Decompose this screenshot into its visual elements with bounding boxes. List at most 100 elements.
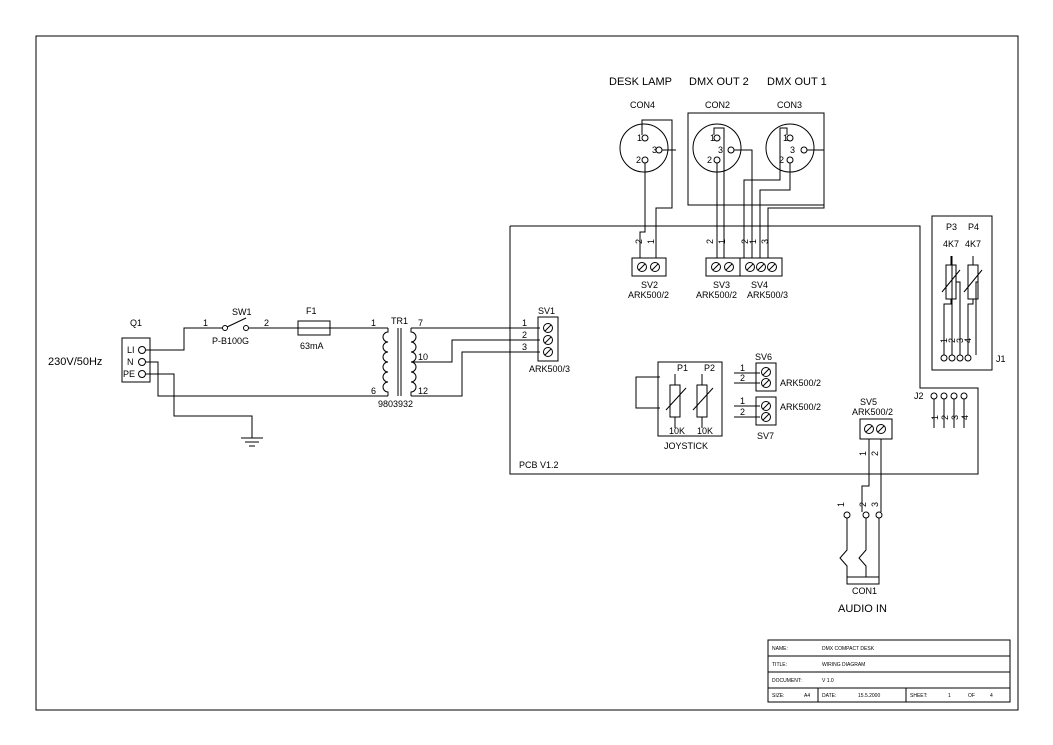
q1-terminal-li bbox=[138, 346, 146, 354]
terminal-sv4: 2 1 3 SV4 ARK500/3 bbox=[739, 236, 788, 300]
desk-lamp-title: DESK LAMP bbox=[609, 76, 672, 88]
sv2-value: ARK500/2 bbox=[628, 290, 669, 300]
jack-plug bbox=[846, 576, 880, 585]
tr1-pin10: 10 bbox=[418, 352, 428, 362]
svg-text:1: 1 bbox=[717, 239, 727, 244]
ground-icon bbox=[241, 437, 263, 447]
connector-desk-lamp: DESK LAMP CON4 1 3 2 bbox=[609, 76, 676, 236]
q1-ref: Q1 bbox=[130, 318, 142, 328]
mains-input: 230V/50Hz Q1 LI N PE bbox=[48, 318, 388, 447]
connector-dmx-out-2: DMX OUT 2 CON2 1 3 2 bbox=[689, 76, 753, 236]
svg-text:1: 1 bbox=[637, 133, 642, 143]
wire-con3-2 bbox=[759, 163, 791, 236]
joystick-box bbox=[657, 361, 723, 437]
tb-date-label: DATE: bbox=[822, 693, 836, 699]
switch-lever bbox=[226, 317, 247, 328]
p1-ref: P1 bbox=[677, 363, 688, 373]
sv1-value: ARK500/3 bbox=[529, 364, 570, 374]
pots-outline bbox=[931, 215, 993, 371]
sv1-pin3: 3 bbox=[522, 342, 527, 352]
f1-ref: F1 bbox=[306, 306, 317, 316]
transformer-tr1: TR1 1 6 7 10 12 9803932 bbox=[371, 316, 540, 409]
svg-text:3: 3 bbox=[718, 145, 723, 155]
sv4-value: ARK500/3 bbox=[747, 290, 788, 300]
mains-label: 230V/50Hz bbox=[48, 356, 102, 368]
sv7-ref: SV7 bbox=[757, 431, 774, 441]
sv3-value: ARK500/2 bbox=[696, 290, 737, 300]
tr1-pin6: 6 bbox=[371, 386, 376, 396]
svg-text:2: 2 bbox=[740, 373, 745, 383]
pcb-outline bbox=[509, 225, 979, 475]
svg-text:2: 2 bbox=[634, 239, 644, 244]
audio-in-label: AUDIO IN bbox=[838, 603, 887, 615]
tb-of-label: OF bbox=[968, 693, 975, 699]
tb-document-label: DOCUMENT: bbox=[772, 678, 802, 684]
joystick-label: JOYSTICK bbox=[664, 441, 708, 451]
svg-text:4: 4 bbox=[963, 338, 973, 343]
tb-name-value: DMX COMPACT DESK bbox=[822, 646, 875, 652]
switch-contact-a bbox=[222, 325, 228, 331]
sv2-ref: SV2 bbox=[641, 280, 658, 290]
wire-li bbox=[145, 327, 222, 351]
wire-pe bbox=[145, 373, 253, 438]
sv6-ref: SV6 bbox=[755, 352, 772, 362]
f1-value: 63mA bbox=[300, 341, 324, 351]
p1-body bbox=[669, 384, 681, 418]
sw1-pin2: 2 bbox=[264, 318, 269, 328]
svg-text:2: 2 bbox=[636, 155, 641, 165]
wire-con3-3 bbox=[767, 149, 825, 236]
sv2-block bbox=[631, 257, 667, 277]
sv4-block bbox=[739, 257, 783, 277]
svg-text:2: 2 bbox=[947, 338, 957, 343]
sv6-value: ARK500/2 bbox=[780, 378, 821, 388]
tb-of-value: 4 bbox=[990, 693, 993, 699]
tb-document-value: V 1.0 bbox=[822, 678, 834, 684]
tb-size-value: A4 bbox=[804, 693, 810, 699]
terminal-sv1: SV1 1 2 3 ARK500/3 bbox=[522, 306, 570, 374]
svg-text:3: 3 bbox=[870, 502, 880, 507]
audio-in-jack: 1 2 3 CON1 AUDIO IN bbox=[836, 502, 887, 615]
svg-text:2: 2 bbox=[707, 155, 712, 165]
wire-con2-3 bbox=[734, 149, 753, 236]
terminal-sv5: SV5 ARK500/2 1 2 bbox=[852, 397, 893, 512]
tr1-pin7: 7 bbox=[418, 318, 423, 328]
terminal-sv2: 2 1 SV2 ARK500/2 bbox=[628, 236, 669, 300]
svg-text:3: 3 bbox=[760, 239, 770, 244]
svg-text:3: 3 bbox=[950, 415, 960, 420]
wire-con4-2 bbox=[639, 163, 646, 236]
svg-text:3: 3 bbox=[652, 145, 657, 155]
svg-text:1: 1 bbox=[748, 239, 758, 244]
svg-text:1: 1 bbox=[710, 133, 715, 143]
header-j2: J2 1 2 3 4 bbox=[914, 391, 970, 428]
p2-body bbox=[696, 384, 708, 418]
sv4-ref: SV4 bbox=[751, 280, 768, 290]
sv3-ref: SV3 bbox=[713, 280, 730, 290]
tb-sheet-value: 1 bbox=[948, 693, 951, 699]
sv1-screw-1 bbox=[543, 323, 553, 333]
svg-text:1: 1 bbox=[858, 451, 868, 456]
tb-name-label: NAME: bbox=[772, 646, 788, 652]
sv7-block bbox=[755, 396, 777, 426]
terminal-sv7: 1 2 ARK500/2 SV7 bbox=[734, 396, 821, 441]
svg-text:2: 2 bbox=[858, 502, 868, 507]
q1-pin-pe: PE bbox=[123, 369, 135, 379]
pots-p3-p4: P3 P4 4K7 4K7 1 2 3 4 J1 bbox=[931, 215, 1006, 371]
sv5-block bbox=[859, 418, 893, 440]
tb-title-label: TITLE: bbox=[772, 662, 787, 668]
sv5-ref: SV5 bbox=[860, 397, 877, 407]
dmx-out-2-title: DMX OUT 2 bbox=[689, 76, 749, 88]
drawing-frame bbox=[35, 35, 1019, 711]
switch-contact-b bbox=[243, 325, 249, 331]
con1-ref: CON1 bbox=[852, 586, 877, 596]
sv1-screw-2 bbox=[543, 335, 553, 345]
svg-text:1: 1 bbox=[646, 239, 656, 244]
svg-text:1: 1 bbox=[939, 338, 949, 343]
sw1-ref: SW1 bbox=[232, 307, 252, 317]
svg-text:3: 3 bbox=[790, 145, 795, 155]
primary-coil bbox=[382, 328, 389, 396]
svg-text:2: 2 bbox=[779, 155, 784, 165]
svg-text:2: 2 bbox=[740, 407, 745, 417]
p3-ref: P3 bbox=[946, 222, 957, 232]
tb-sheet-label: SHEET: bbox=[910, 693, 928, 699]
con4-body bbox=[619, 123, 669, 173]
